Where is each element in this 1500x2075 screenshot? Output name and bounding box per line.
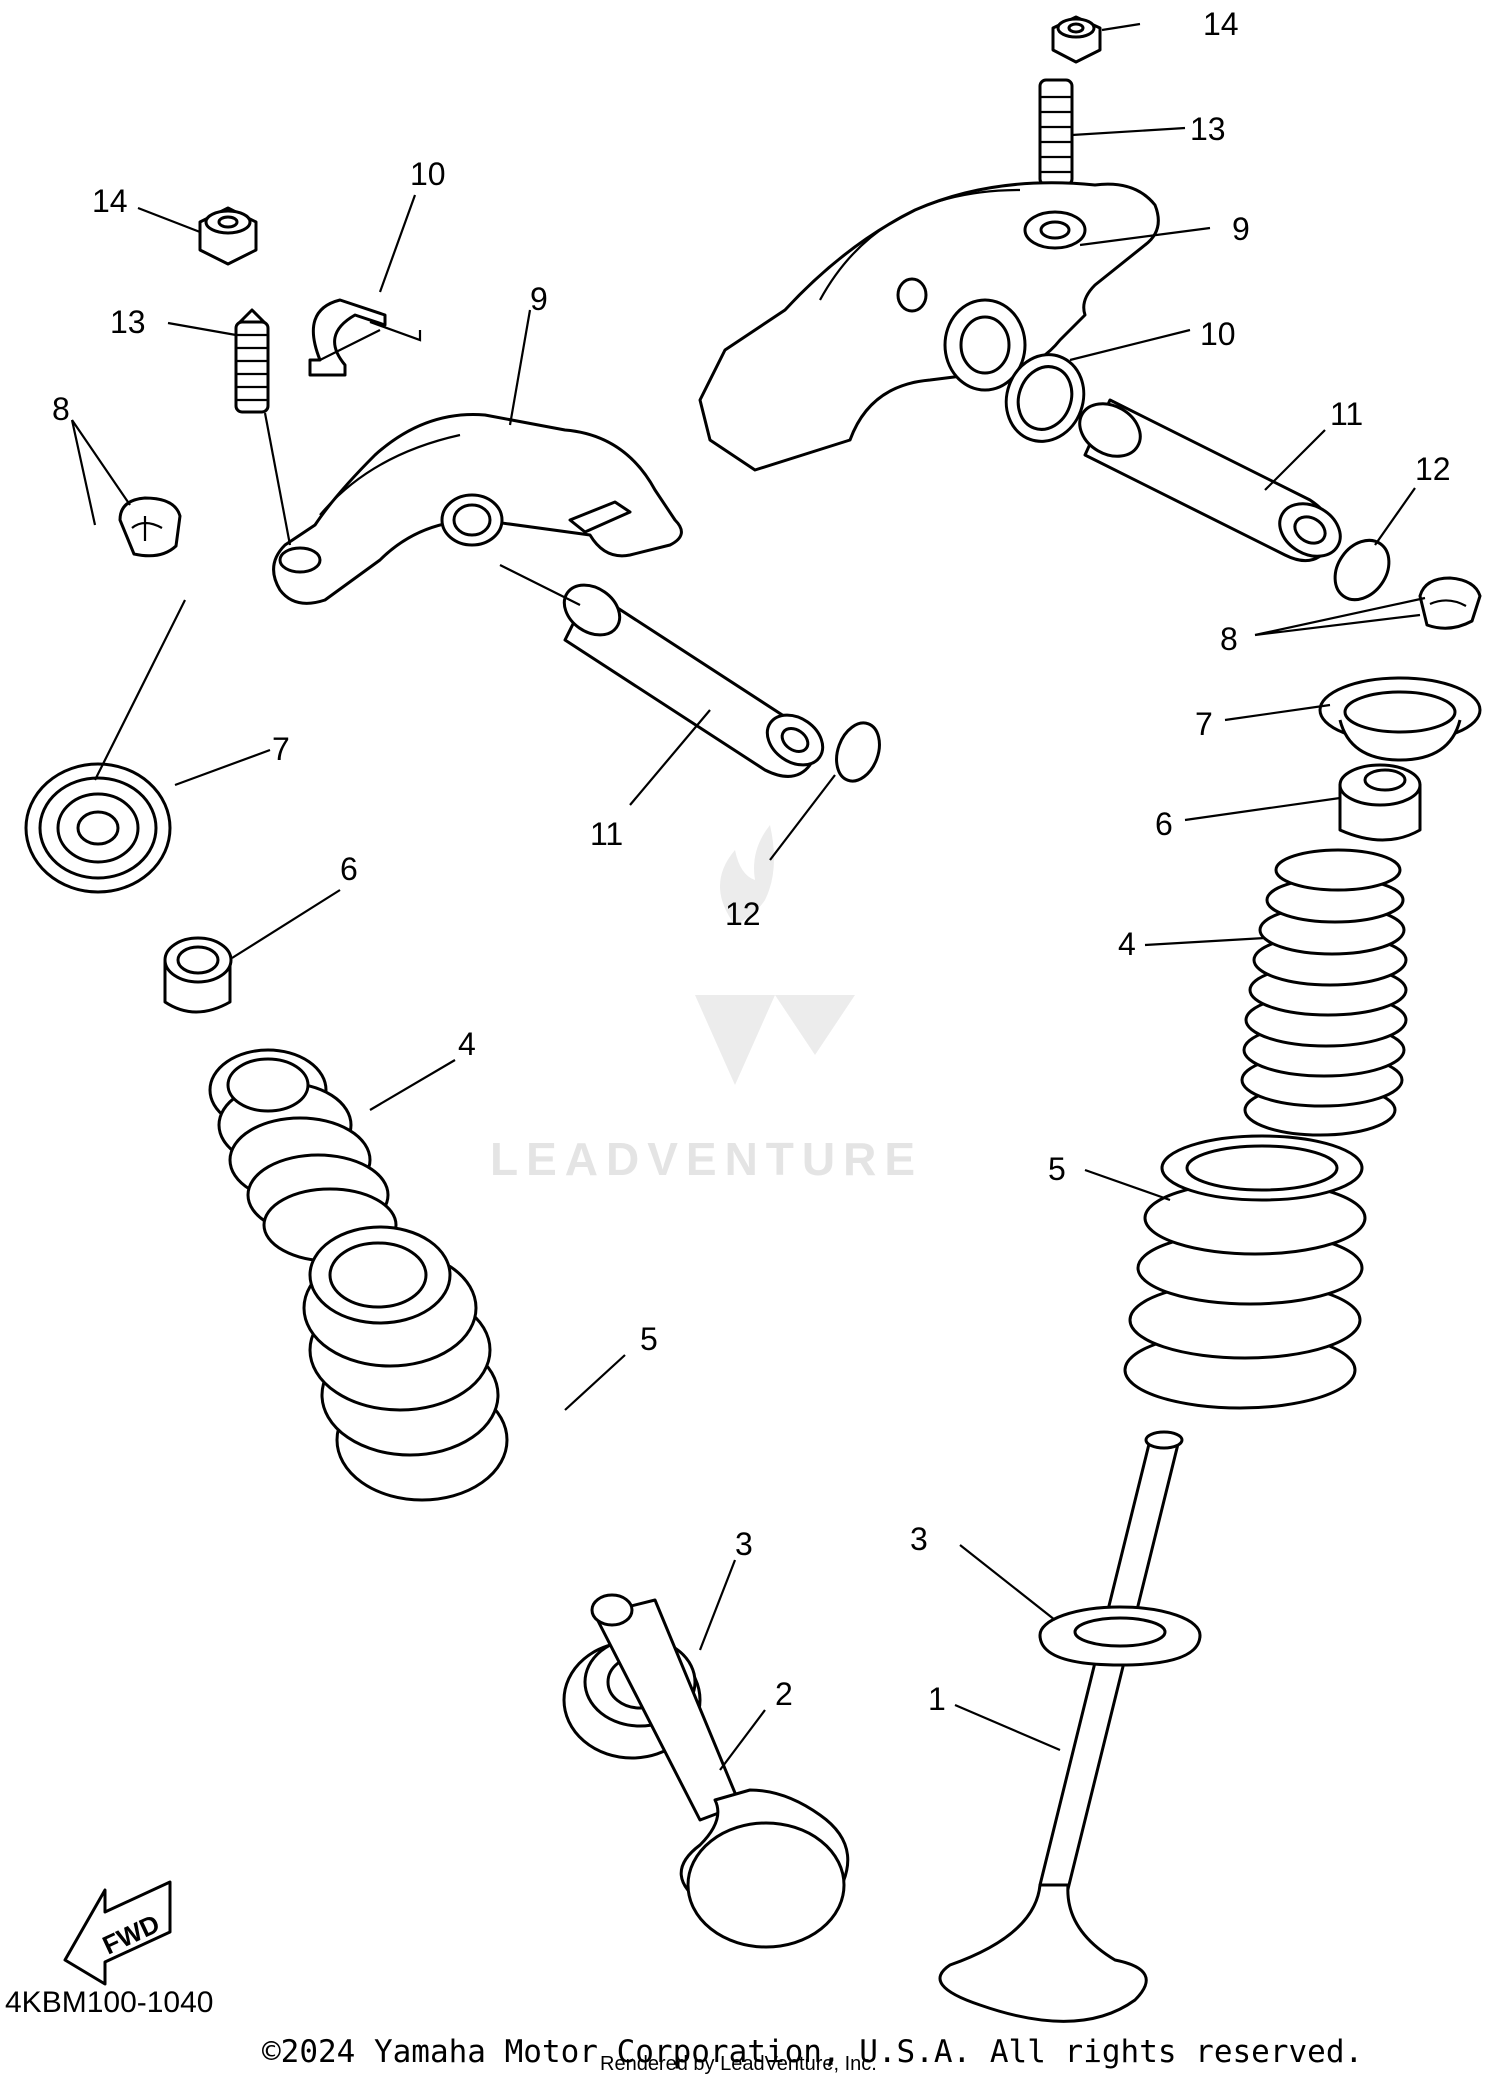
- part-8-collets-left: [118, 496, 182, 558]
- callout-10-left: 10: [410, 156, 446, 192]
- part-11-shaft-right: [1078, 398, 1342, 563]
- callout-6-left: 6: [340, 851, 358, 887]
- callout-2-left: 2: [775, 1676, 793, 1712]
- part-12-oring-right: [1333, 538, 1391, 602]
- callout-numbers: 14 13 10 9 8 7 11 12 6 4 5 3 2 14 13 9 1…: [52, 6, 1451, 1717]
- callout-9-left: 9: [530, 281, 548, 317]
- leader-lines: [70, 22, 1426, 1771]
- callout-8-left: 8: [52, 391, 70, 427]
- callout-3-left: 3: [735, 1526, 753, 1562]
- callout-13-left: 13: [110, 304, 146, 340]
- watermark-brand: LEADVENTURE: [490, 1133, 923, 1185]
- part-2-valve-left: [590, 1593, 850, 1949]
- part-4-spring-left: [208, 1048, 398, 1263]
- part-6-seal-left: [163, 936, 233, 1014]
- part-6-seal-right: [1338, 763, 1422, 842]
- part-12-oring-left: [835, 721, 881, 783]
- part-9-rocker-arm-right: [698, 181, 1160, 472]
- callout-14-right: 14: [1203, 6, 1239, 42]
- callout-12-left: 12: [725, 896, 761, 932]
- part-8-collets-right: [1418, 576, 1482, 630]
- callout-4-right: 4: [1118, 926, 1136, 962]
- part-4-spring-right: [1240, 848, 1408, 1137]
- callout-7-left: 7: [272, 731, 290, 767]
- part-10-clip-right: [1004, 353, 1086, 443]
- part-7-retainer-left: [24, 762, 172, 894]
- callout-10-right: 10: [1200, 316, 1236, 352]
- copyright-notice: ©2024 Yamaha Motor Corporation, U.S.A. A…: [262, 2034, 1363, 2070]
- part-1-valve-right: [938, 1430, 1184, 2023]
- callout-11-right: 11: [1330, 396, 1363, 432]
- callout-14-left: 14: [92, 183, 128, 219]
- callout-1-right: 1: [928, 1681, 946, 1717]
- callout-11-left: 11: [590, 816, 623, 852]
- part-10-clip-left: [308, 298, 422, 377]
- part-14-nut-right: [1051, 15, 1102, 64]
- callout-6-right: 6: [1155, 806, 1173, 842]
- callout-7-right: 7: [1195, 706, 1213, 742]
- part-5-spring-outer-right: [1123, 1134, 1367, 1410]
- fwd-arrow-icon: FWD: [63, 1880, 172, 1986]
- callout-12-right: 12: [1415, 451, 1451, 487]
- part-7-retainer-right: [1318, 676, 1482, 762]
- rendered-by: Rendered by LeadVenture, Inc.: [600, 2053, 877, 2075]
- diagram-code: 4KBM100-1040: [5, 1986, 213, 2019]
- callout-4-left: 4: [458, 1026, 476, 1062]
- part-5-spring-outer-left: [302, 1225, 509, 1502]
- callout-5-left: 5: [640, 1321, 658, 1357]
- callout-9-right: 9: [1232, 211, 1250, 247]
- leadventure-watermark: LEADVENTURE: [490, 825, 923, 1185]
- part-14-nut-left: [198, 206, 258, 266]
- part-3-seat-right: [1038, 1605, 1202, 1667]
- part-13-screw-left: [234, 308, 270, 414]
- callout-3-right: 3: [910, 1521, 928, 1557]
- part-13-screw-right: [1038, 78, 1074, 187]
- callout-5-right: 5: [1048, 1151, 1066, 1187]
- callout-13-right: 13: [1190, 111, 1226, 147]
- callout-8-right: 8: [1220, 621, 1238, 657]
- part-11-shaft-left: [499, 564, 825, 778]
- part-9-rocker-arm-left: [272, 413, 683, 605]
